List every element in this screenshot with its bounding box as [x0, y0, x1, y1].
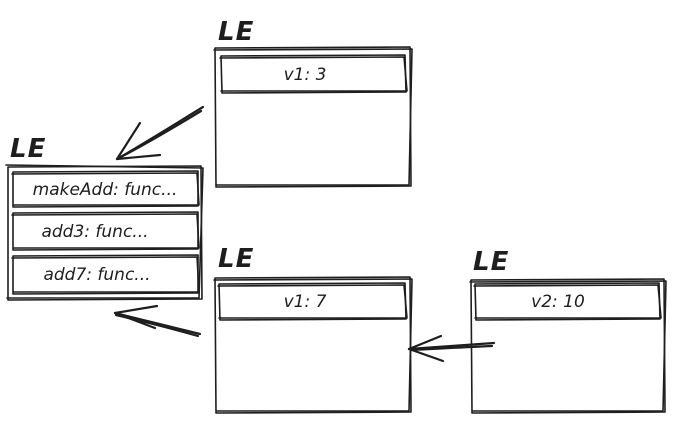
call-env-box [469, 278, 667, 414]
arrow-call-to-add7 [407, 334, 496, 363]
global-entry-add3-text: add3: func... [41, 222, 148, 242]
add3-entry-v1-text: v1: 3 [284, 65, 327, 85]
add7-entry-v1-text: v1: 7 [284, 292, 327, 312]
add7-env-box [213, 276, 413, 414]
add7-env-label: LE [218, 244, 254, 274]
global-entry-add7-text: add7: func... [43, 265, 150, 285]
global-entry-add3: add3: func... [11, 211, 200, 251]
call-env-label: LE [473, 247, 509, 277]
add7-environment: LE v1: 7 [213, 244, 413, 414]
global-env-box [5, 164, 204, 301]
add3-env-box [213, 46, 413, 188]
global-environment: LE makeAdd: func... add3: func... add7: … [5, 134, 204, 301]
call-entry-v2: v2: 10 [473, 282, 662, 321]
arrow-add7-to-global [113, 304, 202, 338]
add3-environment: LE v1: 3 [213, 17, 413, 188]
call-entry-v2-text: v2: 10 [531, 292, 585, 312]
call-environment: LE v2: 10 [469, 247, 667, 414]
add7-entry-v1: v1: 7 [217, 282, 408, 321]
global-entry-add7: add7: func... [11, 254, 200, 295]
global-entry-makeadd: makeAdd: func... [11, 170, 200, 208]
arrow-add3-to-global [115, 105, 205, 161]
add3-entry-v1: v1: 3 [219, 54, 408, 94]
global-env-label: LE [10, 134, 46, 164]
add3-env-label: LE [218, 17, 254, 47]
global-entry-makeadd-text: makeAdd: func... [33, 180, 178, 200]
